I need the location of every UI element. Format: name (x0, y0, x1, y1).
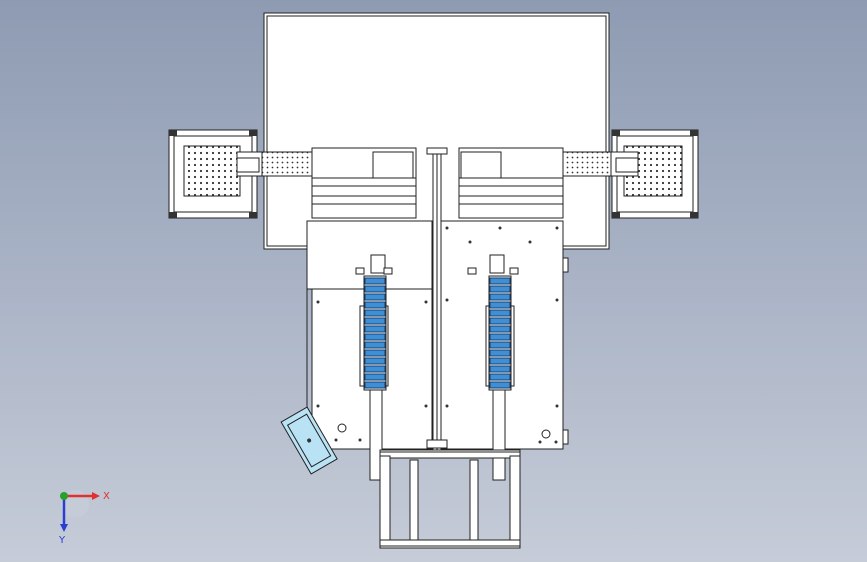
y-axis-label: Y (58, 535, 66, 546)
left-side-module (168, 129, 258, 219)
roller-segment (364, 349, 386, 357)
roller-segment (489, 277, 511, 285)
roller-segment (364, 357, 386, 365)
roller-segment (489, 317, 511, 325)
left-linear-actuator (355, 254, 393, 481)
roller-segment (364, 341, 386, 349)
x-axis-label: X (103, 491, 110, 502)
roller-segment (364, 285, 386, 293)
roller-segment (489, 325, 511, 333)
roller-segment (364, 277, 386, 285)
roller-segment (364, 317, 386, 325)
roller-segment (364, 365, 386, 373)
roller-segment (364, 373, 386, 381)
roller-segment (364, 309, 386, 317)
roller-segment (489, 301, 511, 309)
roller-segment (364, 325, 386, 333)
roller-segment (489, 381, 511, 389)
roller-segment (364, 381, 386, 389)
roller-segment (489, 357, 511, 365)
axis-triad: X Y (58, 490, 110, 546)
roller-segment (489, 365, 511, 373)
roller-segment (489, 309, 511, 317)
roller-segment (364, 293, 386, 301)
roller-segment (489, 349, 511, 357)
roller-segment (489, 341, 511, 349)
roller-segment (489, 373, 511, 381)
roller-segment (489, 293, 511, 301)
bottom-support-frame (379, 449, 521, 549)
tilted-sensor-unit (280, 406, 338, 475)
roller-segment (489, 285, 511, 293)
roller-segment (364, 301, 386, 309)
left-rail-guide (311, 147, 417, 219)
right-rail-guide (458, 147, 564, 219)
roller-segment (489, 333, 511, 341)
roller-segment (364, 333, 386, 341)
